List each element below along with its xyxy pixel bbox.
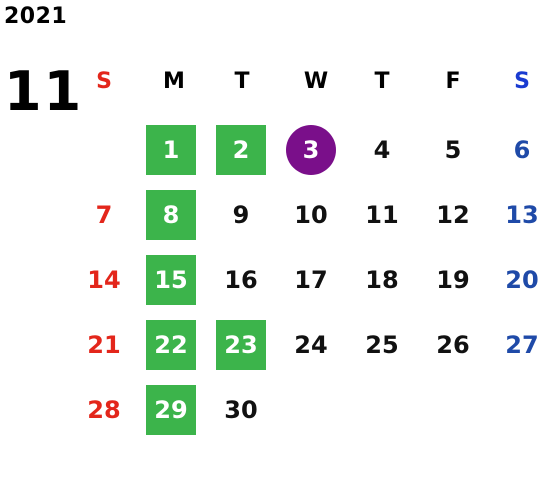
- day-number: 17: [294, 266, 328, 294]
- day-number: 21: [87, 331, 121, 359]
- day-cell[interactable]: 8: [146, 190, 196, 240]
- day-number: 14: [87, 266, 121, 294]
- day-cell[interactable]: 20: [497, 255, 547, 305]
- day-cell[interactable]: 23: [216, 320, 266, 370]
- day-cell[interactable]: 1: [146, 125, 196, 175]
- day-number: 29: [154, 396, 188, 424]
- day-cell[interactable]: 25: [357, 320, 407, 370]
- day-number: 27: [505, 331, 539, 359]
- day-cell[interactable]: 14: [79, 255, 129, 305]
- day-number: 16: [224, 266, 258, 294]
- day-cell[interactable]: 13: [497, 190, 547, 240]
- day-number: 22: [154, 331, 188, 359]
- day-number: 15: [154, 266, 188, 294]
- day-cell[interactable]: 19: [428, 255, 478, 305]
- day-number: 3: [302, 136, 320, 164]
- day-cell[interactable]: 9: [216, 190, 266, 240]
- day-cell[interactable]: 11: [357, 190, 407, 240]
- day-cell[interactable]: 26: [428, 320, 478, 370]
- day-cell[interactable]: 7: [79, 190, 129, 240]
- day-number: 8: [162, 201, 180, 229]
- day-cell[interactable]: 2: [216, 125, 266, 175]
- weekday-wednesday: W: [303, 69, 329, 94]
- day-number: 25: [365, 331, 399, 359]
- day-number: 10: [294, 201, 328, 229]
- day-cell[interactable]: 5: [428, 125, 478, 175]
- day-number: 11: [365, 201, 399, 229]
- day-cell[interactable]: 17: [286, 255, 336, 305]
- day-cell[interactable]: 21: [79, 320, 129, 370]
- weekday-friday: F: [445, 69, 461, 94]
- day-number: 9: [232, 201, 250, 229]
- day-cell[interactable]: 4: [357, 125, 407, 175]
- weekday-sunday: S: [96, 69, 112, 94]
- day-number: 12: [436, 201, 470, 229]
- day-cell[interactable]: 16: [216, 255, 266, 305]
- day-number: 24: [294, 331, 328, 359]
- weekday-tuesday: T: [234, 69, 250, 94]
- day-number: 26: [436, 331, 470, 359]
- day-number: 2: [232, 136, 250, 164]
- day-number: 4: [373, 136, 391, 164]
- day-number: 1: [162, 136, 180, 164]
- day-number: 6: [513, 136, 531, 164]
- day-number: 19: [436, 266, 470, 294]
- day-number: 7: [95, 201, 113, 229]
- weekday-monday: M: [163, 69, 185, 94]
- day-cell[interactable]: 27: [497, 320, 547, 370]
- weekday-thursday: T: [374, 69, 390, 94]
- day-cell[interactable]: 12: [428, 190, 478, 240]
- day-cell[interactable]: 24: [286, 320, 336, 370]
- month-number: 11: [4, 60, 84, 123]
- day-number: 5: [444, 136, 462, 164]
- day-cell[interactable]: 29: [146, 385, 196, 435]
- day-cell[interactable]: 15: [146, 255, 196, 305]
- day-number: 18: [365, 266, 399, 294]
- day-cell[interactable]: 22: [146, 320, 196, 370]
- day-number: 13: [505, 201, 539, 229]
- day-number: 20: [505, 266, 539, 294]
- weekday-saturday: S: [514, 69, 530, 94]
- day-cell[interactable]: 18: [357, 255, 407, 305]
- day-cell[interactable]: 28: [79, 385, 129, 435]
- day-cell-today[interactable]: 3: [286, 125, 336, 175]
- day-number: 23: [224, 331, 258, 359]
- year-label: 2021: [4, 4, 68, 29]
- day-number: 28: [87, 396, 121, 424]
- day-cell[interactable]: 6: [497, 125, 547, 175]
- day-cell[interactable]: 10: [286, 190, 336, 240]
- day-number: 30: [224, 396, 258, 424]
- day-cell[interactable]: 30: [216, 385, 266, 435]
